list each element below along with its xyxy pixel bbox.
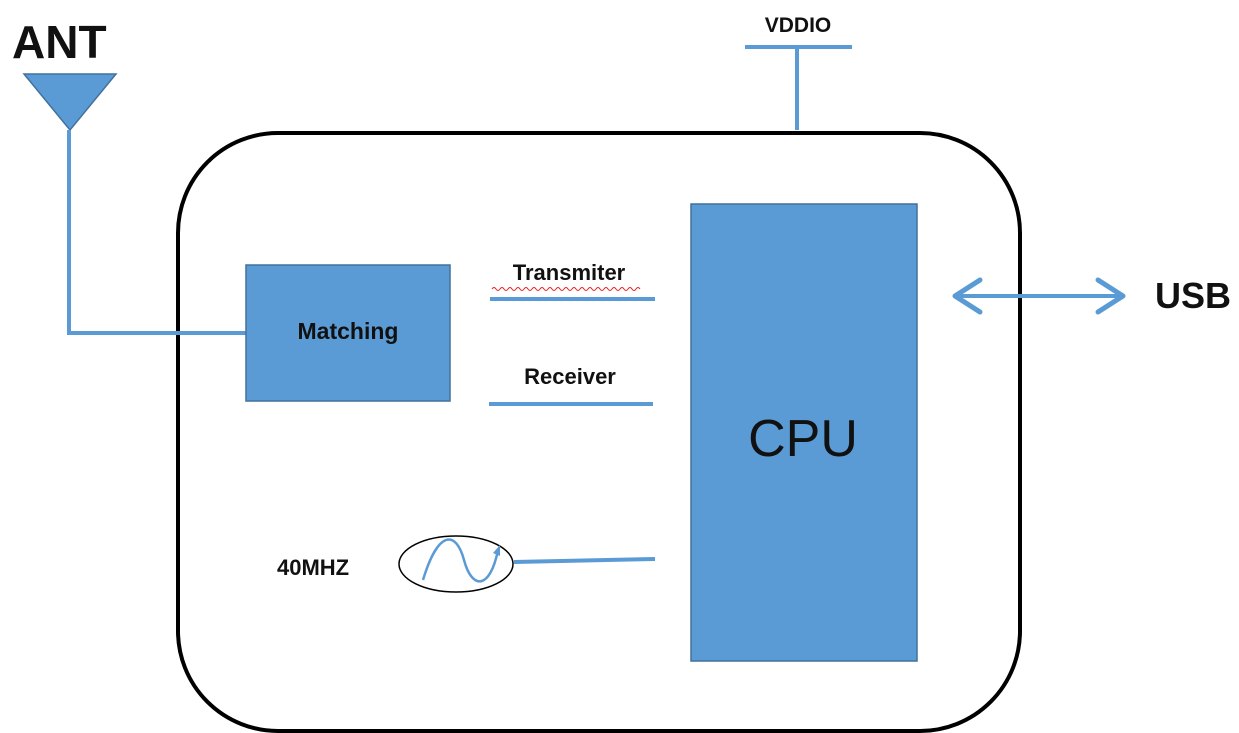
spellcheck-squiggle	[491, 287, 641, 291]
oscillator-arrowhead	[493, 545, 500, 556]
cpu-label: CPU	[748, 410, 858, 468]
receiver-label: Receiver	[524, 364, 616, 389]
transmitter-label: Transmiter	[513, 260, 626, 285]
antenna-feed-wire	[67, 130, 246, 335]
oscillator-ellipse	[398, 535, 514, 593]
oscillator-frequency-label: 40MHZ	[277, 555, 349, 580]
sine-wave-oscillator-icon	[421, 538, 500, 583]
cpu-block	[690, 203, 918, 662]
ant-label: ANT	[12, 16, 107, 68]
vddio-label: VDDIO	[765, 14, 832, 37]
matching-label: Matching	[298, 318, 399, 344]
double-headed-arrow-icon	[952, 277, 1126, 315]
matching-block	[245, 264, 451, 402]
oscillator-wire	[513, 557, 656, 564]
usb-label: USB	[1155, 275, 1231, 316]
module-enclosure	[176, 131, 1022, 733]
antenna-triangle-icon	[22, 73, 118, 132]
